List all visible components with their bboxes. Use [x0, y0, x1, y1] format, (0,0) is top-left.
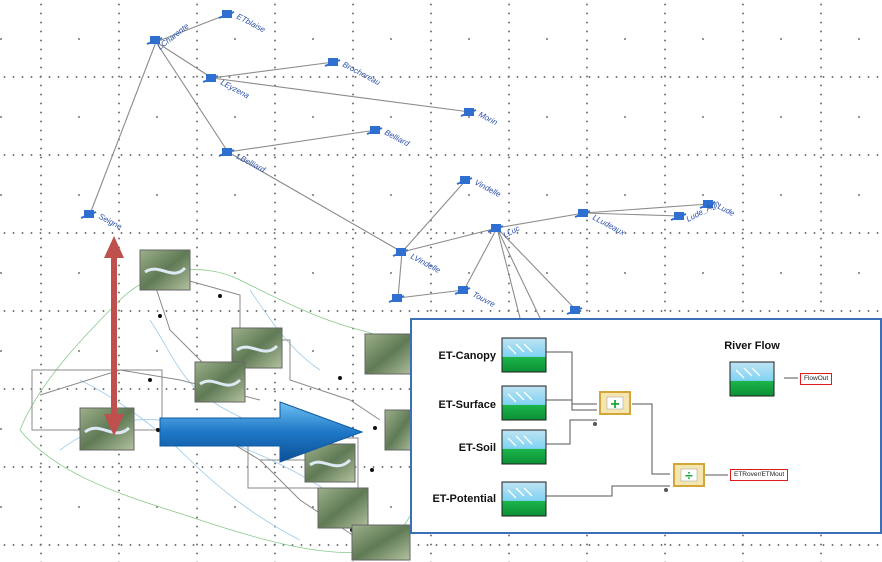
et-potential-component: [501, 481, 547, 517]
grid-line: [820, 0, 822, 562]
river-node[interactable]: Touvre: [454, 286, 497, 310]
input-label: ET-Canopy: [438, 350, 496, 362]
grid-line: [352, 0, 354, 562]
vertical-double-arrow: [104, 236, 124, 436]
grid-line: [0, 310, 882, 312]
input-label: ET-Surface: [438, 399, 496, 411]
node-label: Vindelle: [473, 178, 503, 200]
river-node[interactable]: Belliard: [366, 126, 411, 149]
et-soil-component: [501, 429, 547, 465]
submodel-thumbnails: [79, 249, 416, 561]
node-label: LLudeaux: [591, 213, 627, 238]
grid-line: [586, 0, 588, 562]
river-node[interactable]: ETblaise: [218, 10, 267, 35]
grid-line: [196, 0, 198, 562]
river-flow-label: River Flow: [724, 340, 780, 352]
grid-line: [0, 76, 882, 78]
river-node[interactable]: LLuc: [487, 224, 522, 240]
model-detail-panel: ET-Canopy ET-Surface ET-Soil ET-Potentia…: [410, 318, 882, 534]
river-node[interactable]: LEyzena: [202, 74, 251, 101]
grid-line: [0, 232, 882, 234]
divide-operator-symbol: ÷: [685, 467, 693, 483]
grid-line: [0, 544, 882, 546]
add-operator: +: [599, 391, 631, 415]
add-operator-symbol: +: [610, 396, 619, 413]
model-components: + ÷: [501, 337, 775, 517]
node-label: ETblaise: [235, 12, 267, 35]
divide-operator: ÷: [673, 463, 705, 487]
river-node[interactable]: Seigne: [80, 210, 124, 232]
river-node[interactable]: Vindelle: [456, 176, 503, 200]
grid-line: [0, 154, 882, 156]
grid-line: [274, 0, 276, 562]
node-label: Belliard: [383, 128, 411, 149]
river-node[interactable]: Morin: [460, 108, 499, 128]
horizontal-arrow: [159, 401, 364, 463]
input-label: ET-Soil: [458, 442, 496, 454]
grid-line: [118, 0, 120, 562]
et-canopy-component: [501, 337, 547, 373]
river-node[interactable]: [566, 306, 583, 315]
grid-line: [430, 0, 432, 562]
node-label: LBelliard: [235, 152, 267, 175]
grid-line: [508, 0, 510, 562]
flow-out-node[interactable]: FlowOut: [800, 373, 833, 385]
river-flow-component: [729, 361, 775, 397]
node-label: Morin: [477, 110, 499, 128]
node-label: Touvre: [471, 290, 497, 310]
node-label: LCharente: [156, 21, 191, 51]
river-node[interactable]: Lude_Agn: [670, 198, 722, 224]
node-label: Seigne: [97, 212, 124, 232]
ratio-out-node[interactable]: ETRover/ETMout: [730, 469, 789, 481]
grid-line: [40, 0, 42, 562]
network-edges: [89, 13, 710, 319]
grid-line: [742, 0, 744, 562]
grid-line: [664, 0, 666, 562]
input-label: ET-Potential: [432, 493, 496, 505]
river-node[interactable]: [388, 294, 405, 303]
node-label: LVindelle: [409, 252, 442, 275]
river-node[interactable]: Brochereau: [324, 58, 382, 88]
node-label: Brochereau: [341, 60, 382, 88]
et-surface-component: [501, 385, 547, 421]
node-label: LLuc: [502, 224, 522, 240]
model-wires: [546, 351, 798, 497]
river-node[interactable]: LBelliard: [218, 148, 267, 175]
